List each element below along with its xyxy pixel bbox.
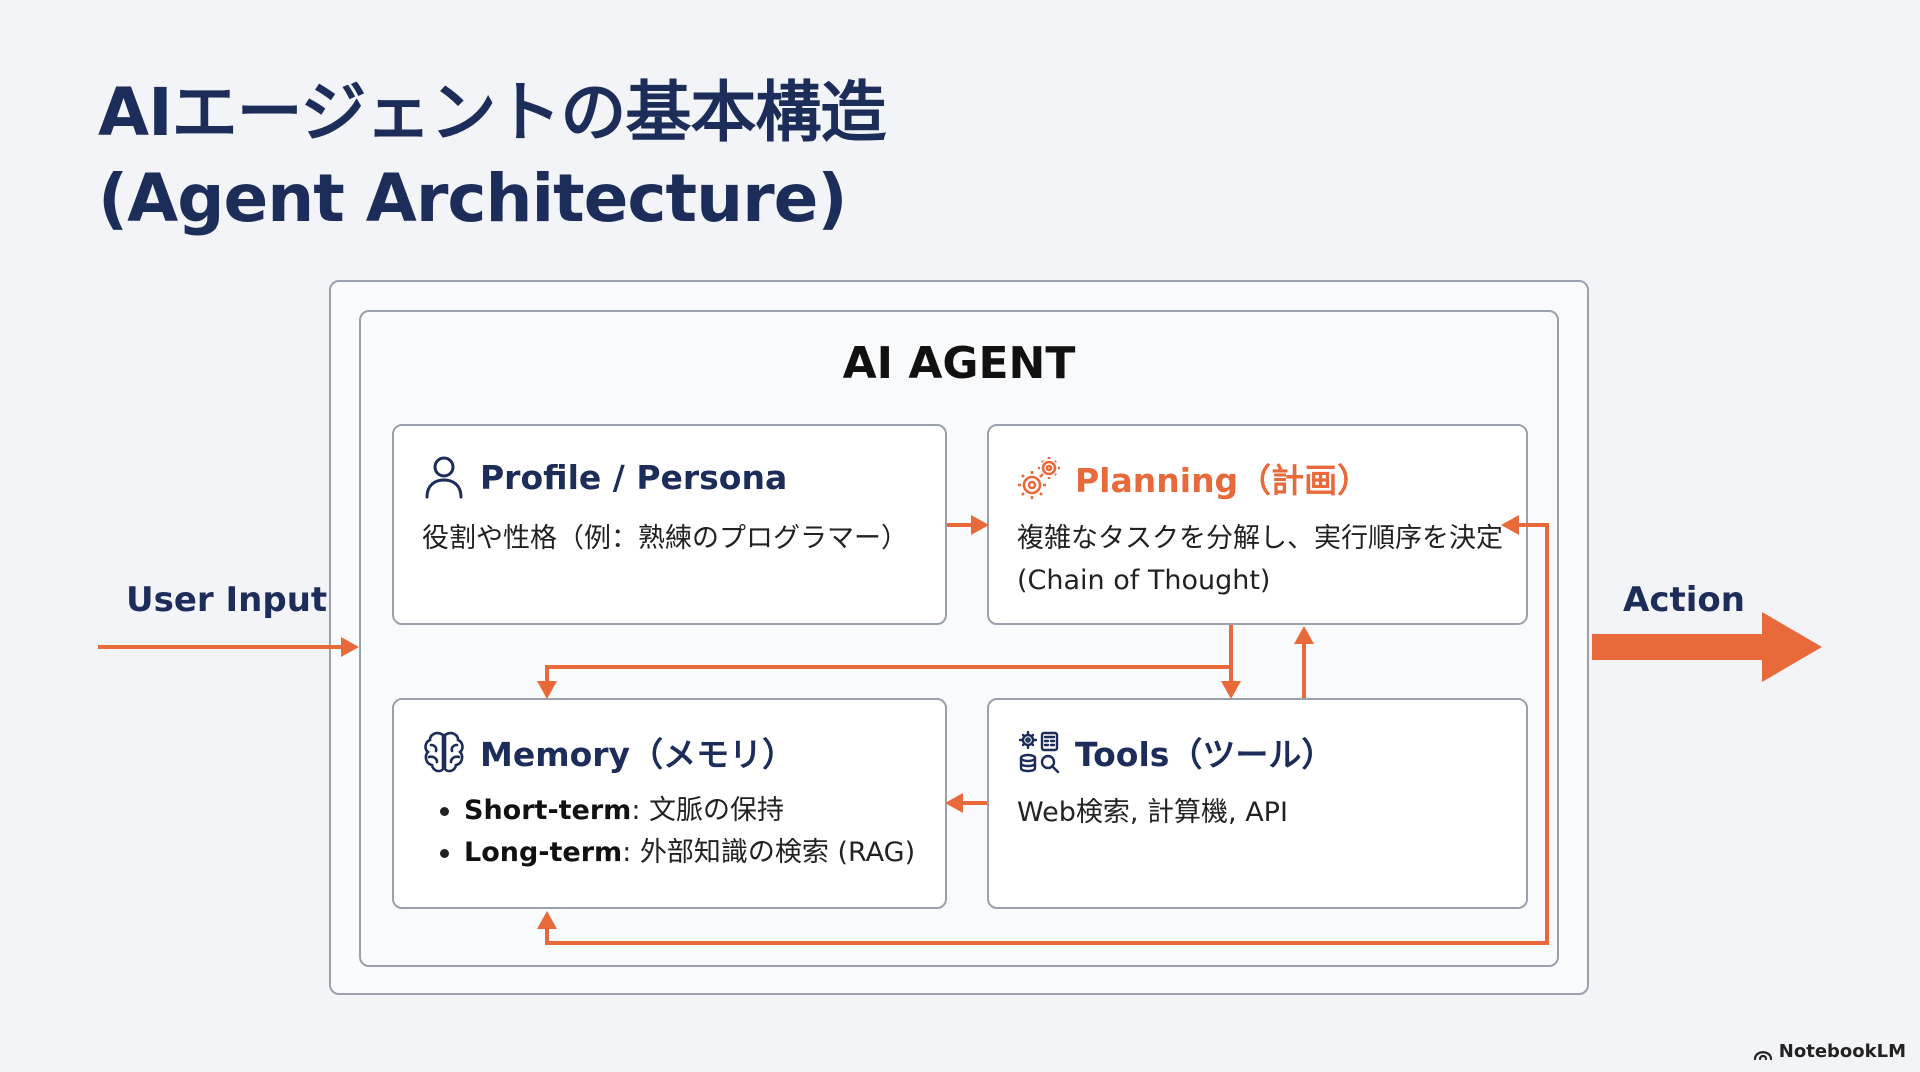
memory-item-short-term: Short-term: 文脈の保持 — [422, 790, 915, 832]
memory-card: Memory（メモリ） Short-term: 文脈の保持 Long-term:… — [392, 698, 947, 909]
tools-card-title: Tools（ツール） — [1075, 735, 1335, 774]
planning-card-description: 複雑なタスクを分解し、実行順序を決定 (Chain of Thought) — [1017, 523, 1503, 596]
planning-card-title: Planning（計画） — [1075, 461, 1371, 500]
profile-card-description: 役割や性格（例：熟練のプログラマー） — [422, 523, 908, 554]
memory-item-description: : 外部知識の検索 (RAG) — [622, 837, 916, 868]
memory-item-description: : 文脈の保持 — [631, 795, 785, 826]
memory-card-title: Memory（メモリ） — [480, 735, 796, 774]
profile-card-title: Profile / Persona — [480, 457, 788, 497]
page-title-line-1: AIエージェントの基本構造 — [98, 74, 886, 151]
page-title: AIエージェントの基本構造 (Agent Architecture) — [98, 70, 886, 242]
page-title-line-2: (Agent Architecture) — [98, 160, 848, 237]
tools-card: Tools（ツール） Web検索, 計算機, API — [987, 698, 1528, 909]
user-input-label: User Input — [126, 580, 328, 620]
user-icon — [422, 454, 466, 500]
tools-icon — [1017, 729, 1061, 775]
agent-title: AI AGENT — [842, 338, 1076, 389]
memory-card-header: Memory（メモリ） — [422, 728, 795, 776]
memory-item-long-term: Long-term: 外部知識の検索 (RAG) — [422, 832, 915, 874]
memory-list: Short-term: 文脈の保持 Long-term: 外部知識の検索 (RA… — [422, 790, 915, 874]
gears-icon — [1017, 455, 1061, 501]
action-output-arrow — [1592, 612, 1822, 682]
action-label: Action — [1623, 580, 1745, 620]
brain-icon — [422, 729, 466, 775]
brand-name: NotebookLM — [1778, 1041, 1906, 1062]
tools-card-header: Tools（ツール） — [1017, 728, 1334, 776]
planning-card: Planning（計画） 複雑なタスクを分解し、実行順序を決定 (Chain o… — [987, 424, 1528, 625]
brand-logo: NotebookLM — [1753, 1041, 1906, 1062]
memory-item-term: Short-term — [464, 795, 632, 826]
planning-card-header: Planning（計画） — [1017, 454, 1370, 502]
profile-card-header: Profile / Persona — [422, 454, 787, 500]
tools-card-description: Web検索, 計算機, API — [1017, 797, 1288, 828]
memory-item-term: Long-term — [464, 837, 623, 868]
profile-card: Profile / Persona 役割や性格（例：熟練のプログラマー） — [392, 424, 947, 625]
notebooklm-icon — [1753, 1044, 1773, 1060]
